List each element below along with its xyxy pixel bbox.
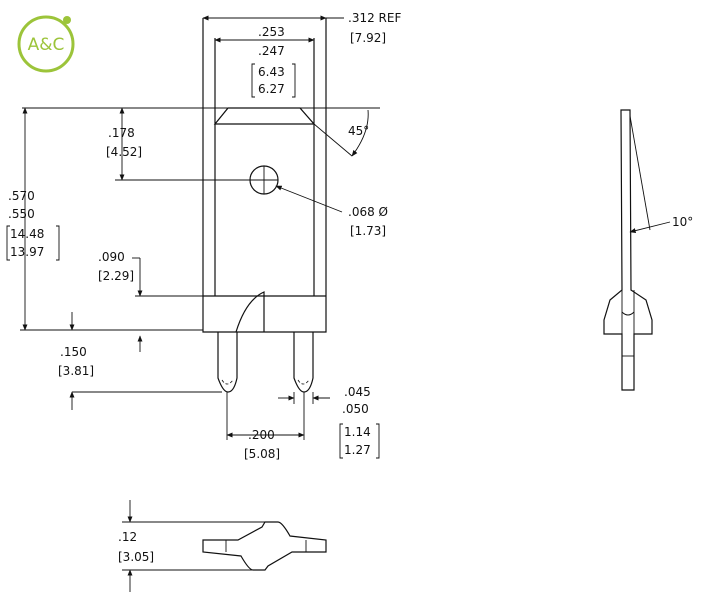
tab-width-mm-min-label: 6.27 [258,82,285,96]
side-view [603,109,671,391]
chamfer-angle-arc [351,109,369,157]
tab-width-mm-bracket [251,63,296,98]
notch-height-mm-label: [2.29] [98,269,134,283]
bottom-view [122,500,327,592]
pin-pitch-mm-label: [5.08] [244,447,280,461]
notch-height-label: .090 [98,250,125,264]
side-view-outline [603,109,653,391]
total-length-max-label: .570 [8,189,35,203]
overall-width-mm-label: [7.92] [350,31,386,45]
front-view [202,18,327,440]
left-pin [217,332,238,393]
pin-width-mm-min-label: 1.14 [344,425,371,439]
logo-dot [63,16,71,24]
side-angle-label: 10° [672,215,693,229]
total-length-min-label: .550 [8,207,35,221]
left-pin-tip-hidden [221,379,234,385]
side-angle-leader [629,221,671,234]
company-logo: A&C [17,15,75,73]
leg-length-mm-label: [3.81] [58,364,94,378]
chamfer-extension [313,123,353,157]
logo-text: A&C [28,35,65,55]
side-view-bend [621,311,635,316]
chamfer-right [299,107,315,125]
tab-width-mm-max-label: 6.43 [258,65,285,79]
pin-width-mm-max-label: 1.27 [344,443,371,457]
side-angle-line [629,115,651,231]
dimension-labels: .312 REF [7.92] .253 .247 6.43 6.27 .178… [6,11,693,564]
right-pin [293,332,314,393]
dimension-lines [20,15,380,438]
total-length-mm-bracket [6,225,60,261]
total-length-mm-min-label: 13.97 [10,245,44,259]
leg-length-label: .150 [60,345,87,359]
hole-offset-label: .178 [108,126,135,140]
total-length-mm-max-label: 14.48 [10,227,44,241]
chamfer-angle-label: 45° [348,124,369,138]
hole-offset-mm-label: [4.52] [106,145,142,159]
hole-diameter-leader [275,185,343,213]
right-pin-tip-hidden [297,379,310,385]
hole-diameter-mm-label: [1.73] [350,224,386,238]
pin-width-max-label: .050 [342,402,369,416]
overall-width-label: .312 REF [348,11,401,25]
lance-cut [235,291,265,333]
tab-width-min-label: .247 [258,44,285,58]
offset-height-label: .12 [118,530,137,544]
logo-ring [17,15,75,73]
offset-height-mm-label: [3.05] [118,550,154,564]
pin-width-min-label: .045 [344,385,371,399]
chamfer-left [214,107,229,125]
hole-diameter-label: .068 Ø [348,205,388,219]
pin-pitch-label: .200 [248,428,275,442]
pin-width-mm-bracket [339,423,380,459]
tab-width-max-label: .253 [258,25,285,39]
bottom-view-outline [202,521,327,571]
